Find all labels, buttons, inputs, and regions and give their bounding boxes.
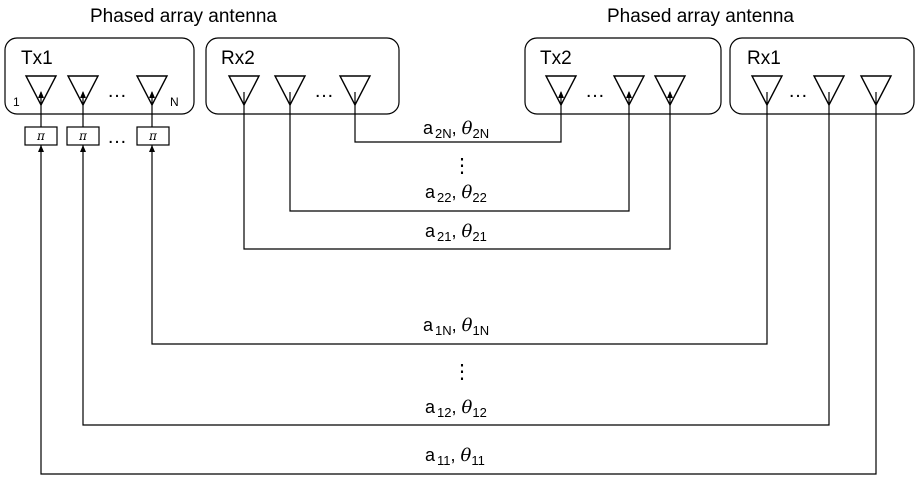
path-2n-wire (354, 92, 562, 143)
tx1-lead-2-arrow (80, 91, 86, 98)
rx1-antenna-1 (859, 75, 893, 107)
rx2-antenna-n (338, 75, 372, 107)
phase-shifter-n-symbol: π (148, 129, 158, 143)
path-22-wire (289, 92, 630, 212)
rx1-antenna-2 (812, 75, 846, 107)
path-12-arrow (80, 145, 86, 152)
tx1-index-first: 1 (13, 95, 20, 109)
rx2-antenna-1 (227, 75, 261, 107)
path-1n-arrow (149, 145, 155, 152)
tx1-lead-n-arrow (149, 91, 155, 98)
tx1-label: Tx1 (21, 48, 53, 69)
rx1-label: Rx1 (747, 48, 781, 69)
path-12-wire (82, 92, 830, 426)
path-11-arrow (38, 145, 44, 152)
tx1-antenna-ellipsis: … (107, 80, 127, 102)
left-array-title: Phased array antenna (90, 6, 277, 27)
rx2-antenna-ellipsis: … (314, 80, 334, 102)
path-1n-wire (151, 92, 768, 345)
tx1-antenna-1 (24, 75, 58, 107)
path-11-wire (40, 92, 877, 475)
rx2-antenna-2 (273, 75, 307, 107)
tx2-antenna-n (544, 75, 578, 107)
phase-shifter-1-symbol: π (36, 129, 46, 143)
rx2-label: Rx2 (221, 48, 255, 69)
path-21-arrow (667, 91, 673, 98)
tx1-lead-1-arrow (38, 91, 44, 98)
phase-shifter-2-symbol: π (78, 129, 88, 143)
right-array-title: Phased array antenna (607, 6, 794, 27)
tx2-antenna-ellipsis: … (585, 80, 605, 102)
tx1-antenna-n (135, 75, 169, 107)
rx2-tx2-vertical-ellipsis: ⋮ (452, 155, 472, 177)
shifter-ellipsis: … (107, 126, 127, 148)
rx1-antenna-n (750, 75, 784, 107)
tx1-index-last: N (170, 95, 179, 109)
tx2-antenna-2 (612, 75, 646, 107)
tx2-label: Tx2 (540, 48, 572, 69)
path-22-arrow (626, 91, 632, 98)
rx1-antenna-ellipsis: … (788, 80, 808, 102)
path-21-wire (243, 92, 671, 250)
tx2-antenna-1 (653, 75, 687, 107)
tx1-antenna-2 (66, 75, 100, 107)
phase-shifter-n (136, 126, 170, 146)
path-2n-arrow (558, 91, 564, 98)
rx1-tx1-vertical-ellipsis: ⋮ (452, 361, 472, 383)
